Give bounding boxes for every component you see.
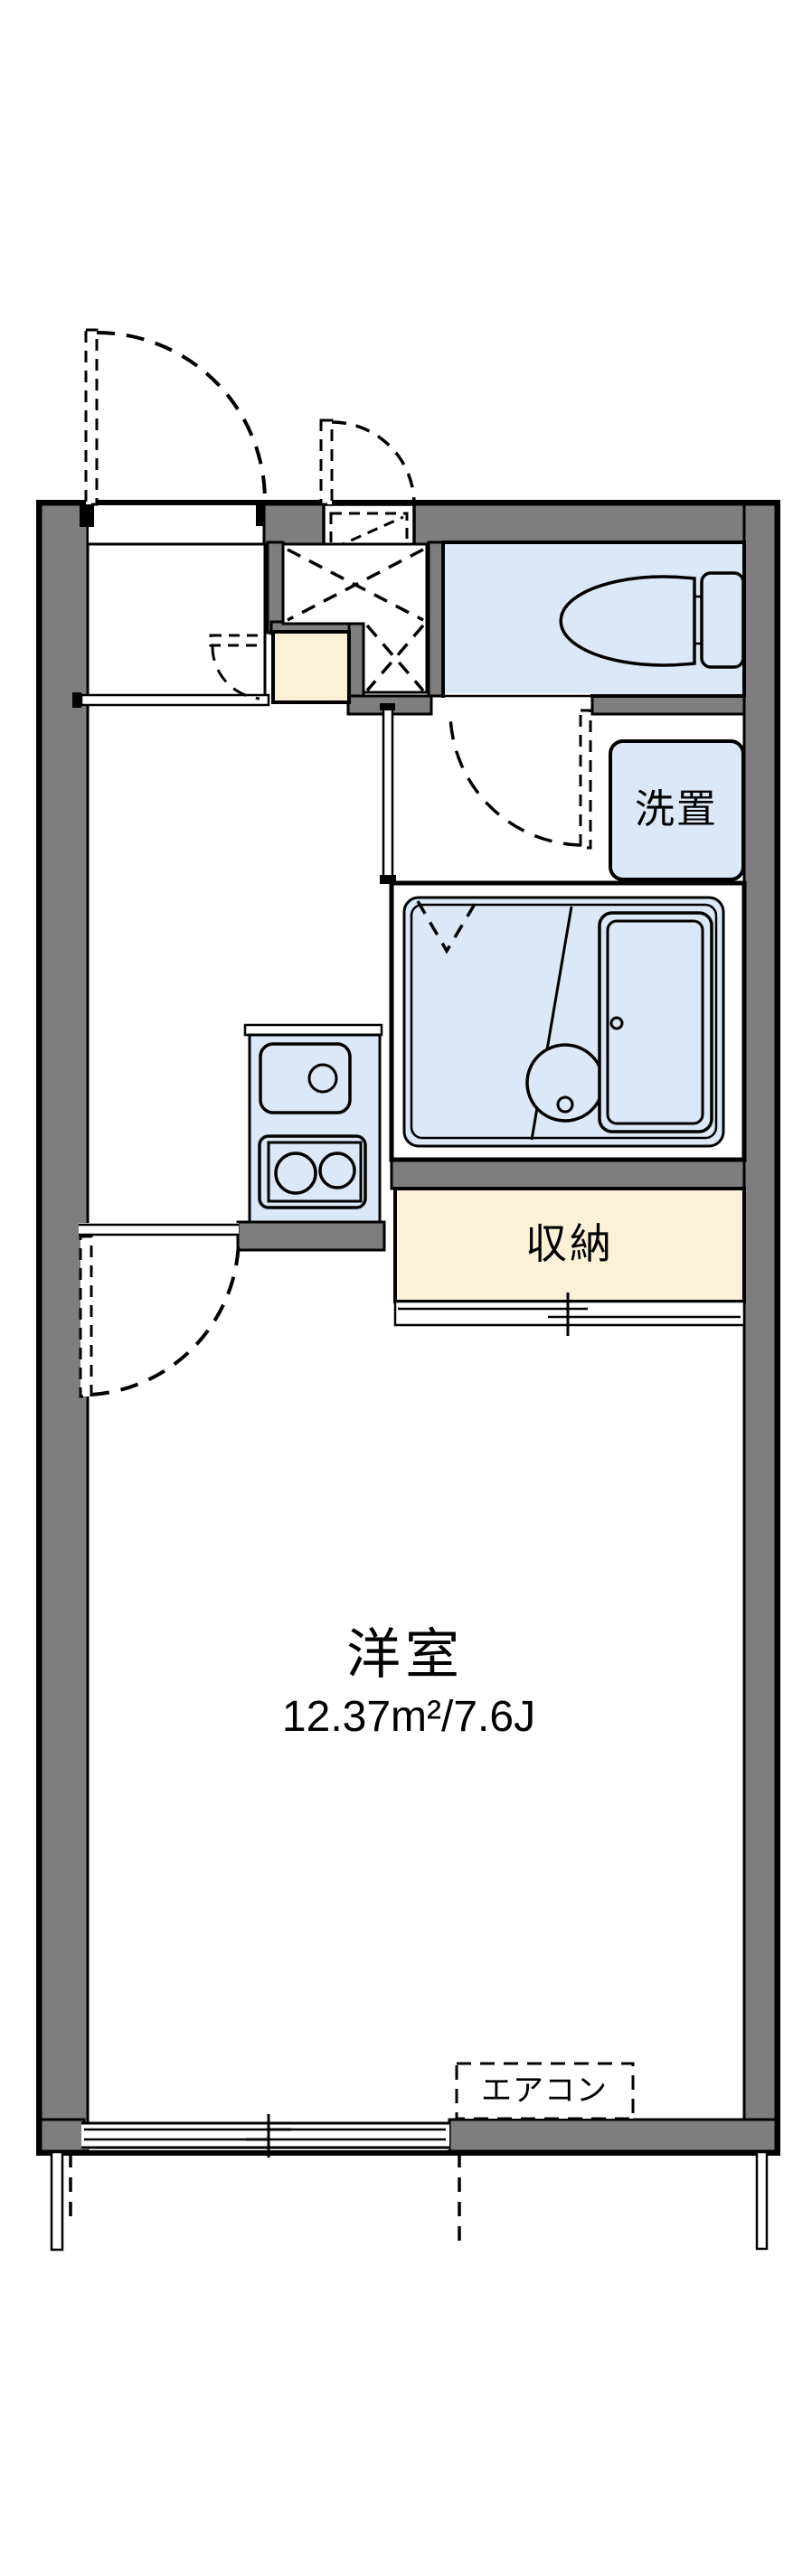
balcony-post-left [50,2150,64,2252]
genkan-mid-wall-v [347,620,365,703]
genkan-x-marks [287,548,425,692]
washer-space-box [609,739,745,881]
stove-burner-left [274,1152,317,1195]
toilet-door-leaf [579,709,592,850]
kitchen [243,1023,383,1224]
top-wall-right [412,503,778,546]
front-room-track-end [72,692,81,708]
room-label: 洋室 [346,1624,464,1685]
storage-closet [393,1187,746,1336]
kitchen-faucet [307,1063,338,1094]
balcony-post-right [755,2150,769,2251]
x-line [287,548,424,622]
toilet-tank [700,571,745,669]
window-balcony [50,2062,769,2252]
stove-inner [267,1141,363,1203]
aircon-box [455,2062,635,2120]
bath-washbowl [525,1043,605,1123]
hall-door-swing-arc [211,645,260,700]
corridor [380,703,745,884]
bottom-wall-left [39,2118,86,2153]
bottom-wall-right [448,2118,778,2153]
bathtub-knob [609,1016,624,1030]
entry-jamb-right [256,504,265,526]
genkan [271,542,429,704]
kitchen-counter-edge [243,1023,383,1037]
front-room [72,542,270,708]
toilet-door-opening [445,693,590,717]
aircon-label: エアコン [481,2073,608,2108]
bath-drain [556,1095,574,1114]
right-wall [742,503,778,2153]
toilet-bowl [559,575,696,667]
washer-space-label: 洗置 [635,787,718,832]
stove-burner-right [318,1152,356,1189]
corridor-partition-wall [382,706,394,881]
entry-door-swing-arc [96,331,267,502]
hall-door-leaf [209,634,267,647]
entry-opening [89,508,262,543]
room-door [79,1223,241,1398]
closet-label: 収納 [525,1220,614,1267]
bathtub-inner [606,919,704,1125]
closet-door-band [393,1300,746,1327]
entry-jamb-left [80,504,94,527]
bath-folding-door [416,900,478,954]
toilet-room [441,541,746,850]
room-area-label: 12.37m²/7.6J [281,1693,536,1741]
x-line [365,624,425,692]
front-room-floor [86,542,267,698]
outer-boundary [36,500,780,2156]
bathroom [389,880,747,1162]
bathroom-floor-inset [410,903,718,1140]
toilet-bottom-wall [590,694,746,716]
top-wall-mid [262,503,326,546]
small-door-swing-arc [331,420,416,505]
toilet-door-swing-arc [448,713,582,847]
kitchen-sink [259,1042,352,1114]
genkan-step-floor [271,630,351,704]
meter-box-diagonal [334,515,404,550]
entrance [80,328,416,562]
x-line [365,624,425,692]
kitchen-bottom-wall [236,1220,386,1252]
corridor-wall-tick-bottom [380,875,396,884]
front-room-door-track [80,693,270,707]
bathtub [598,911,713,1133]
corridor-wall-tick-top [380,703,395,710]
stove-outer [258,1134,367,1209]
entry-door-leaf [84,328,99,506]
genkan-toilet-wall [427,541,445,698]
genkan-left-wall [266,541,285,635]
bath-closet-wall [390,1158,746,1190]
room-door-opening [79,1223,239,1236]
window-opening [81,2122,449,2149]
room-door-swing-arc [90,1236,241,1396]
room-door-leaf [79,1235,93,1398]
small-door-leaf [319,418,334,506]
